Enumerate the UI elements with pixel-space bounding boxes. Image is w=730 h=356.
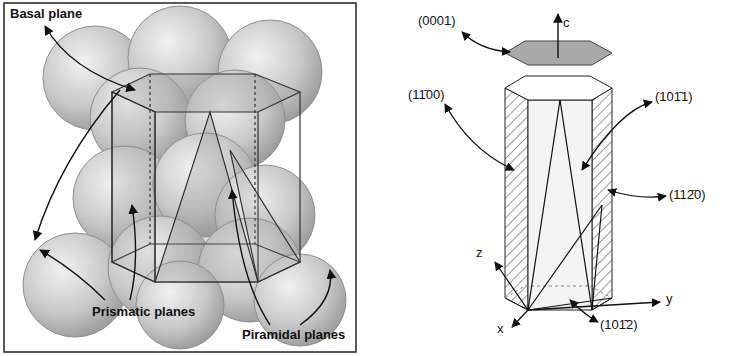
plane-label: Piramidal planes [242,328,345,342]
leader-arrows [35,26,331,325]
axis-label: z [476,246,483,260]
panel-frame [4,3,356,352]
plane-label: Prismatic planes [92,305,195,319]
plane-index: (11̄00) [408,88,445,102]
atom-spheres [23,6,346,349]
plane-index: (101̄1) [655,90,693,104]
plane-index: (112̄0) [669,188,706,202]
plane-index: (0001) [418,14,456,28]
hexagonal-cell [445,14,666,327]
axis-label: c [563,16,570,30]
axis-label: x [497,322,504,336]
plane-label: Basal plane [10,7,82,21]
plane-index: (101̄2) [600,318,638,332]
axis-label: y [666,292,673,306]
hcp-prism-outline [112,74,300,282]
